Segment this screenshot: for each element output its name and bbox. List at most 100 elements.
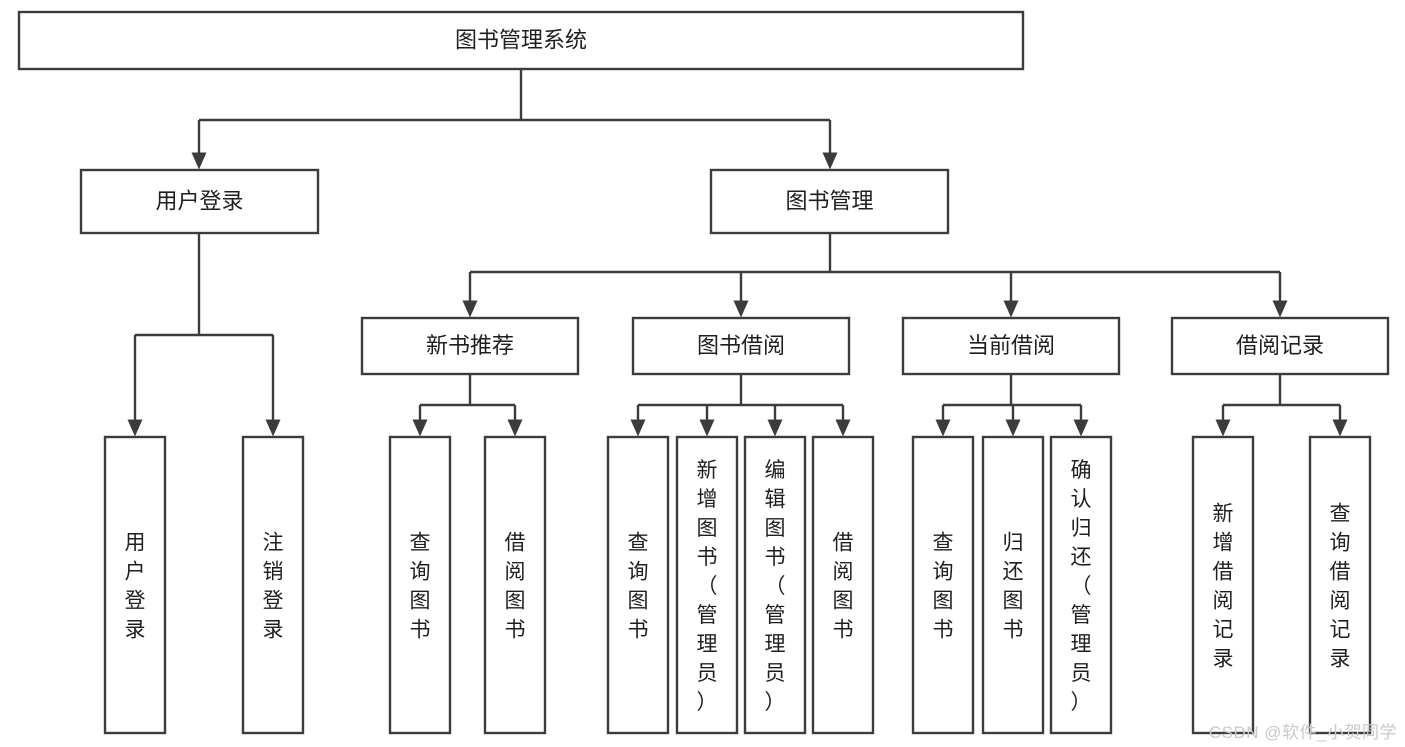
- node-label-char: 理: [1071, 633, 1092, 656]
- node-leaf-user-login[interactable]: 用户登录: [103, 435, 167, 735]
- node-new-book-recommend[interactable]: 新书推荐: [360, 316, 580, 376]
- node-box[interactable]: [811, 435, 875, 735]
- node-label-char: 阅: [1213, 590, 1234, 613]
- node-label-char: 用: [125, 532, 146, 555]
- node-box[interactable]: [388, 435, 452, 735]
- node-current-borrow[interactable]: 当前借阅: [901, 316, 1121, 376]
- node-box[interactable]: [79, 168, 320, 235]
- node-book-management[interactable]: 图书管理: [709, 168, 950, 235]
- node-box[interactable]: [675, 435, 739, 735]
- node-label-char: 图: [933, 590, 954, 613]
- node-label-char: 书: [697, 546, 718, 569]
- node-label-char: 认: [1071, 488, 1092, 511]
- node-label-char: 借: [505, 532, 526, 555]
- node-label-char: 户: [125, 561, 146, 584]
- connector-records-to-leaves: [1215, 374, 1348, 437]
- node-label-char: 借: [833, 532, 854, 555]
- node-label-char: 询: [933, 561, 954, 584]
- node-label-char: 理: [765, 633, 786, 656]
- node-box[interactable]: [1308, 435, 1372, 735]
- node-label-char: 增: [697, 488, 718, 511]
- node-box[interactable]: [1191, 435, 1255, 735]
- arrow-head: [1003, 300, 1019, 318]
- connector-recommend-to-leaves: [412, 374, 523, 437]
- node-label-char: 还: [1003, 561, 1024, 584]
- node-box[interactable]: [483, 435, 547, 735]
- node-label: 用户登录: [155, 188, 243, 213]
- node-label: 当前借阅: [967, 333, 1055, 358]
- node-box[interactable]: [743, 435, 807, 735]
- arrow-head: [1073, 419, 1089, 437]
- node-box[interactable]: [241, 435, 305, 735]
- arrow-head: [507, 419, 523, 437]
- node-borrow-records[interactable]: 借阅记录: [1170, 316, 1390, 376]
- connector-path: [468, 233, 1282, 302]
- node-box[interactable]: [631, 316, 851, 376]
- node-label-char: 图: [505, 590, 526, 613]
- node-box[interactable]: [1170, 316, 1390, 376]
- node-box[interactable]: [709, 168, 950, 235]
- node-box[interactable]: [1049, 435, 1113, 735]
- node-label-char: 员: [1071, 662, 1092, 685]
- node-label-char: 查: [1330, 503, 1351, 526]
- node-label-char: 查: [410, 532, 431, 555]
- node-label-char: 图: [697, 517, 718, 540]
- node-label-char: 借: [1213, 561, 1234, 584]
- connector-current-to-leaves: [935, 374, 1089, 437]
- node-label-char: 图: [1003, 590, 1024, 613]
- node-box[interactable]: [103, 435, 167, 735]
- node-box[interactable]: [981, 435, 1045, 735]
- connector-bookmgmt-to-level2: [462, 233, 1288, 318]
- node-label-char: 管: [1071, 604, 1092, 627]
- node-box[interactable]: [901, 316, 1121, 376]
- connector-layer: [127, 69, 1348, 437]
- node-label: 图书管理: [785, 188, 873, 213]
- node-root[interactable]: 图书管理系统: [17, 10, 1025, 71]
- node-label-char: 图: [410, 590, 431, 613]
- arrow-head: [191, 152, 207, 170]
- node-label-char: 借: [1330, 561, 1351, 584]
- connector-path: [941, 374, 1083, 421]
- node-label-char: 图: [833, 590, 854, 613]
- node-label-char: （: [1071, 575, 1092, 598]
- node-box[interactable]: [17, 10, 1025, 71]
- node-label: 图书管理系统: [455, 27, 587, 52]
- node-box[interactable]: [606, 435, 670, 735]
- node-label-char: 员: [765, 662, 786, 685]
- arrow-head: [699, 419, 715, 437]
- node-label: 图书借阅: [697, 333, 785, 358]
- node-label-char: 书: [765, 546, 786, 569]
- node-box[interactable]: [360, 316, 580, 376]
- node-label-char: 记: [1330, 619, 1351, 642]
- node-box[interactable]: [911, 435, 975, 735]
- node-label-char: 询: [410, 561, 431, 584]
- arrow-head: [1332, 419, 1348, 437]
- node-label-char: 图: [765, 517, 786, 540]
- connector-userlogin-to-leaves: [127, 233, 281, 437]
- connector-path: [1221, 374, 1342, 421]
- node-label-char: 录: [125, 619, 146, 642]
- node-label-char: 阅: [505, 561, 526, 584]
- node-book-borrow[interactable]: 图书借阅: [631, 316, 851, 376]
- arrow-head: [835, 419, 851, 437]
- node-label: 新书推荐: [426, 333, 514, 358]
- node-label-char: 书: [833, 619, 854, 642]
- node-label-char: 记: [1213, 619, 1234, 642]
- node-user-login[interactable]: 用户登录: [79, 168, 320, 235]
- node-label-char: 录: [263, 619, 284, 642]
- connector-path: [133, 233, 275, 421]
- node-label-char: 登: [125, 590, 146, 613]
